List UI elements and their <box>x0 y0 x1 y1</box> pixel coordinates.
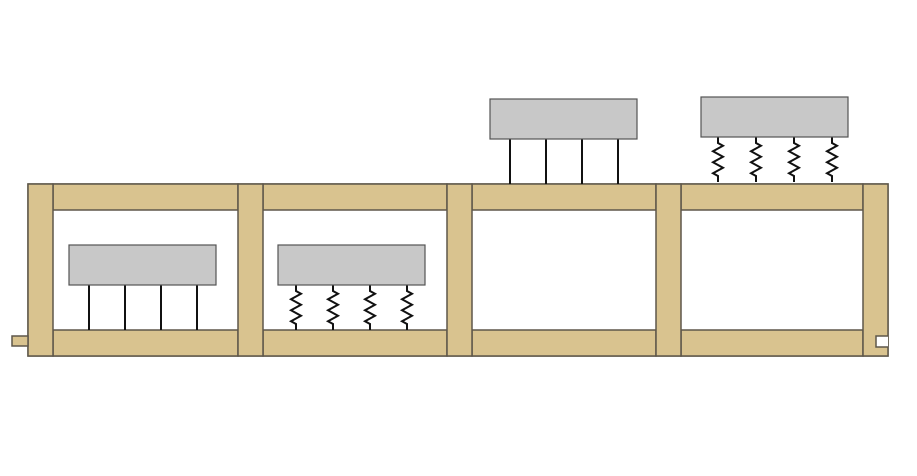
spring-support <box>325 285 341 330</box>
mass-block <box>489 98 638 140</box>
frame-post <box>446 183 473 357</box>
spring-support <box>824 137 840 182</box>
load-group-cell-4 <box>700 96 849 182</box>
load-group-cell-3 <box>489 98 638 184</box>
edge-tongue <box>11 335 29 347</box>
bottom-rail <box>262 329 448 357</box>
mass-block <box>277 244 426 286</box>
load-group-cell-1 <box>68 244 217 330</box>
edge-groove <box>875 335 888 348</box>
frame-layer <box>11 183 889 357</box>
top-rail <box>52 183 239 211</box>
bottom-rail <box>52 329 239 357</box>
frame-post <box>862 183 889 357</box>
bottom-rail <box>471 329 657 357</box>
spring-support <box>288 285 304 330</box>
top-rail <box>471 183 657 211</box>
frame-post <box>237 183 264 357</box>
top-rail <box>262 183 448 211</box>
frame-post <box>27 183 54 357</box>
frame-post <box>655 183 682 357</box>
spring-support <box>786 137 802 182</box>
loads-layer <box>68 96 849 330</box>
spring-support <box>748 137 764 182</box>
mass-block <box>68 244 217 286</box>
spring-support <box>399 285 415 330</box>
spring-support <box>362 285 378 330</box>
bottom-rail <box>680 329 864 357</box>
mass-block <box>700 96 849 138</box>
load-group-cell-2 <box>277 244 426 330</box>
spring-support <box>710 137 726 182</box>
top-rail <box>680 183 864 211</box>
